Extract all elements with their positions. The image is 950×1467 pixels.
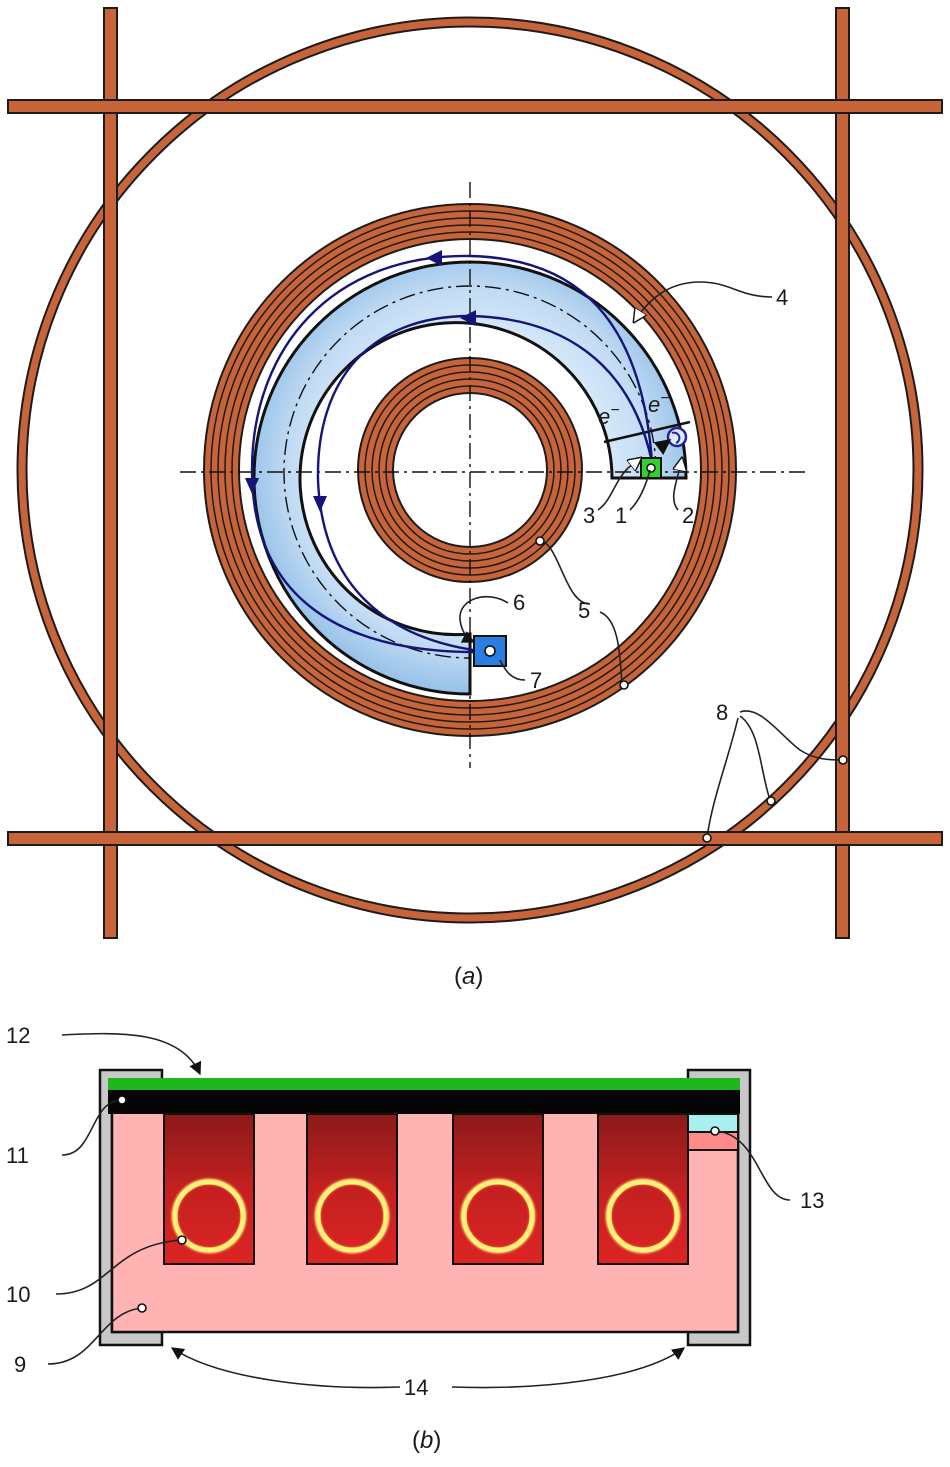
coil-5-dot-inner	[535, 536, 545, 546]
leader-9	[47, 1307, 143, 1365]
electrode-dot	[117, 1095, 127, 1105]
coil-8-dot-3	[702, 833, 712, 843]
trajectory-arrow-1	[426, 250, 442, 266]
circular-arrow-icon	[653, 426, 688, 456]
leader-12	[61, 1032, 202, 1076]
top-green-layer	[108, 1078, 740, 1090]
leader-1	[629, 469, 651, 511]
caption-b: (b)	[412, 1427, 441, 1454]
trajectory-arrow-4	[313, 496, 327, 512]
black-electrode-layer	[108, 1090, 740, 1114]
coil-8-dot-1	[838, 755, 848, 765]
leader-13	[715, 1130, 791, 1201]
callout-13: 13	[800, 1188, 824, 1213]
callout-8: 8	[716, 700, 728, 725]
mid-orbit-line	[283, 285, 657, 659]
strip-3	[452, 1113, 544, 1265]
callout-11: 11	[6, 1143, 29, 1168]
trajectory-arrow-3	[245, 478, 259, 494]
caption-a: (a)	[454, 963, 483, 990]
leader-5b	[599, 611, 623, 685]
trajectory-arrow-2	[460, 310, 476, 326]
coil-8-dot-2	[766, 796, 776, 806]
callout-7: 7	[530, 668, 542, 693]
callout-9: 9	[14, 1352, 26, 1377]
callout-1: 1	[615, 503, 627, 528]
leader-4	[634, 281, 773, 322]
coil-5-dot-outer	[619, 680, 629, 690]
strip-2	[306, 1113, 398, 1265]
callout-6: 6	[513, 590, 525, 615]
bottom-horizontal-bar	[7, 831, 943, 846]
source-dot	[646, 463, 656, 473]
top-horizontal-bar	[7, 99, 943, 114]
electron-label-outer: e−	[648, 390, 670, 417]
leader-14-right	[451, 1347, 686, 1389]
leader-3	[597, 458, 641, 511]
callout-10: 10	[6, 1282, 30, 1307]
callout-4: 4	[776, 285, 788, 310]
leader-8a	[739, 710, 844, 761]
chamber-divider	[603, 420, 691, 444]
vacuum-chamber	[252, 260, 688, 696]
inner-electron-trajectory	[316, 314, 654, 654]
callout-3: 3	[583, 503, 595, 528]
strip-dot	[177, 1235, 187, 1245]
leader-14-left	[170, 1347, 401, 1389]
leader-6	[459, 595, 509, 643]
inner-magnet-coil	[357, 357, 583, 583]
callout-5: 5	[578, 598, 590, 623]
collector-dot	[484, 645, 496, 657]
right-vertical-bar	[835, 7, 850, 939]
panel-a: e− e−	[7, 7, 943, 990]
leader-7	[499, 659, 526, 681]
panel-b: 12 11 13 10 9 14 (b)	[6, 1023, 824, 1454]
leader-8b	[739, 715, 771, 801]
strip-4	[597, 1113, 689, 1265]
leader-8c	[706, 717, 739, 839]
sensor-dot	[710, 1126, 720, 1136]
crystal-dot	[137, 1303, 147, 1313]
electron-label-inner: e−	[598, 402, 620, 429]
left-vertical-bar	[103, 7, 118, 939]
callout-12: 12	[6, 1023, 30, 1048]
callout-2: 2	[682, 503, 694, 528]
leader-5a	[539, 539, 591, 605]
leader-11	[61, 1099, 123, 1156]
leader-2	[674, 458, 682, 511]
outer-coil-ring-fill	[18, 18, 922, 922]
outer-electron-trajectory	[250, 254, 654, 654]
leader-10	[55, 1239, 183, 1295]
callout-14: 14	[404, 1375, 428, 1400]
